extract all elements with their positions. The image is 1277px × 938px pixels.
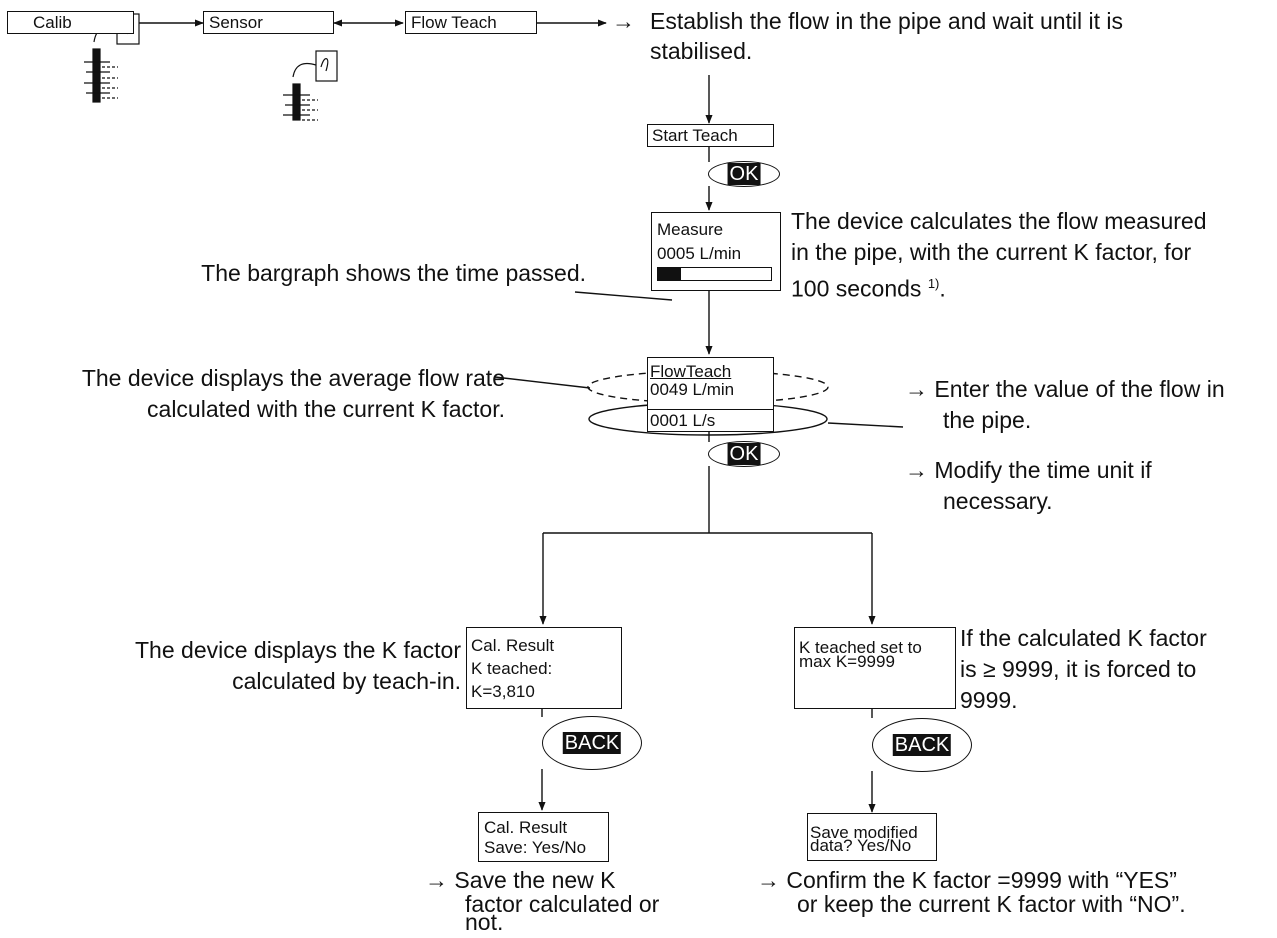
measure-line2: 0005 L/min	[657, 244, 742, 263]
save-result-line2: Save: Yes/No	[484, 838, 587, 857]
calc-note-text: 100 seconds	[791, 275, 922, 302]
footnote-end: .	[939, 275, 946, 302]
confirm-note-line1: → Confirm the K factor =9999 with “YES”	[757, 867, 1177, 893]
bargraph-fill	[658, 268, 681, 280]
measure-screen: Measure 0005 L/min	[651, 212, 781, 291]
menu-calib: Calib	[7, 11, 134, 34]
k-max-note-line2: is ≥ 9999, it is forced to	[960, 656, 1197, 682]
save-note-line2: factor calculated or	[465, 891, 660, 917]
modify-note-line1: → Modify the time unit if	[905, 457, 1152, 483]
back-button-label: BACK	[562, 732, 622, 754]
cal-result-line2: K teached:	[471, 659, 553, 678]
menu-calib-label: Calib	[33, 13, 72, 32]
back-button[interactable]: BACK	[872, 718, 972, 772]
menu-flow-teach-label: Flow Teach	[411, 13, 497, 32]
ok-button-label: OK	[727, 443, 761, 465]
menu-sensor-label: Sensor	[209, 13, 263, 32]
k-factor-note-line2: calculated by teach-in.	[232, 668, 461, 694]
flowmeter-icon	[283, 50, 338, 121]
save-note-line3: not.	[465, 909, 504, 935]
back-button-label: BACK	[892, 734, 952, 756]
modify-note-line2: necessary.	[943, 488, 1053, 514]
establish-arrow: →	[612, 8, 635, 34]
calc-note-line2: in the pipe, with the current K factor, …	[791, 239, 1192, 265]
pointer-avg-flow	[494, 376, 591, 389]
save-modified-line1: Save modified	[810, 823, 918, 842]
start-teach-label: Start Teach	[652, 126, 738, 145]
establish-note-line1: Establish the flow in the pipe and wait …	[650, 8, 1124, 34]
menu-sensor: Sensor	[203, 11, 334, 34]
cal-result-line1: Cal. Result	[471, 636, 555, 655]
ok-button[interactable]: OK	[708, 161, 780, 187]
k-max-line1: K teached set to	[799, 638, 922, 657]
k-max-note-line1: If the calculated K factor	[960, 625, 1207, 651]
k-max-line2: max K=9999	[799, 652, 895, 671]
measure-line1: Measure	[657, 220, 724, 239]
avg-note-line1: The device displays the average flow rat…	[81, 365, 505, 391]
enter-note-line2: the pipe.	[943, 407, 1032, 433]
flowteach-screen: FlowTeach 0049 L/min 0001 L/s	[647, 357, 774, 432]
pointer-enter-value	[827, 422, 904, 428]
save-result-screen: Cal. Result Save: Yes/No	[478, 812, 609, 862]
save-modified-screen: Save modified data? Yes/No	[807, 813, 937, 861]
start-teach-screen: Start Teach	[647, 124, 774, 147]
bargraph-note: The bargraph shows the time passed.	[201, 260, 586, 286]
calc-note-line1: The device calculates the flow measured	[791, 208, 1207, 234]
avg-note-line2: calculated with the current K factor.	[147, 396, 505, 422]
back-button[interactable]: BACK	[542, 716, 642, 770]
k-max-screen: K teached set to max K=9999	[794, 627, 956, 709]
flowteach-unit-value[interactable]: 0001 L/s	[650, 411, 716, 430]
calc-note-line3: 100 seconds 1).	[791, 269, 946, 304]
save-result-line1: Cal. Result	[484, 818, 568, 837]
confirm-note-line2: or keep the current K factor with “NO”.	[797, 891, 1186, 917]
k-max-note-line3: 9999.	[960, 687, 1018, 713]
k-factor-note-line1: The device displays the K factor	[135, 637, 461, 663]
bargraph	[657, 267, 772, 281]
pointer-bargraph	[574, 291, 673, 301]
save-modified-line2: data? Yes/No	[810, 836, 912, 855]
flowteach-title: FlowTeach	[650, 362, 732, 381]
ok-button[interactable]: OK	[708, 441, 780, 467]
enter-note-line1: → Enter the value of the flow in	[905, 376, 1225, 402]
ok-button-label: OK	[727, 163, 761, 185]
menu-flow-teach: Flow Teach	[405, 11, 537, 34]
cal-result-line3: K=3,810	[471, 682, 535, 701]
footnote-mark: 1)	[927, 276, 940, 291]
save-note-line1: → Save the new K	[425, 867, 616, 893]
flowteach-flow-value[interactable]: 0049 L/min	[650, 380, 735, 399]
establish-note-line2: stabilised.	[650, 38, 753, 64]
cal-result-screen: Cal. Result K teached: K=3,810	[466, 627, 622, 709]
flowteach-divider	[648, 409, 773, 410]
